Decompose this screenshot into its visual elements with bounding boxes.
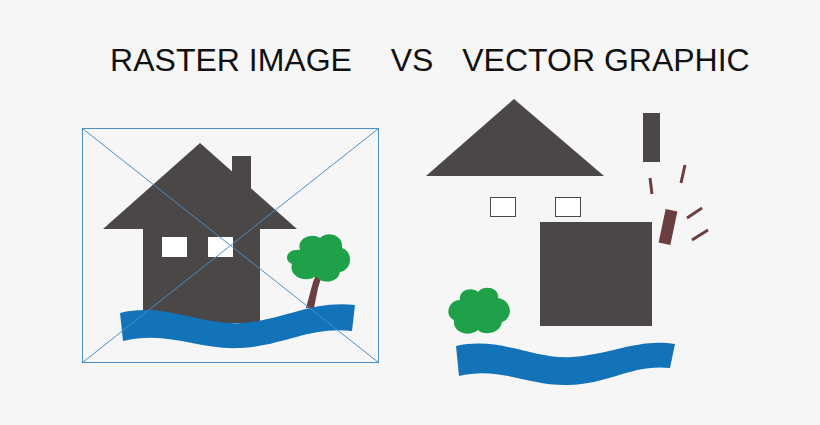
heading-text: VECTOR GRAPHIC	[462, 44, 749, 76]
heading-text: RASTER IMAGE	[110, 44, 352, 76]
heading-text: VS	[391, 44, 434, 76]
vector-house-parts	[426, 99, 708, 385]
raster-house	[83, 129, 379, 363]
